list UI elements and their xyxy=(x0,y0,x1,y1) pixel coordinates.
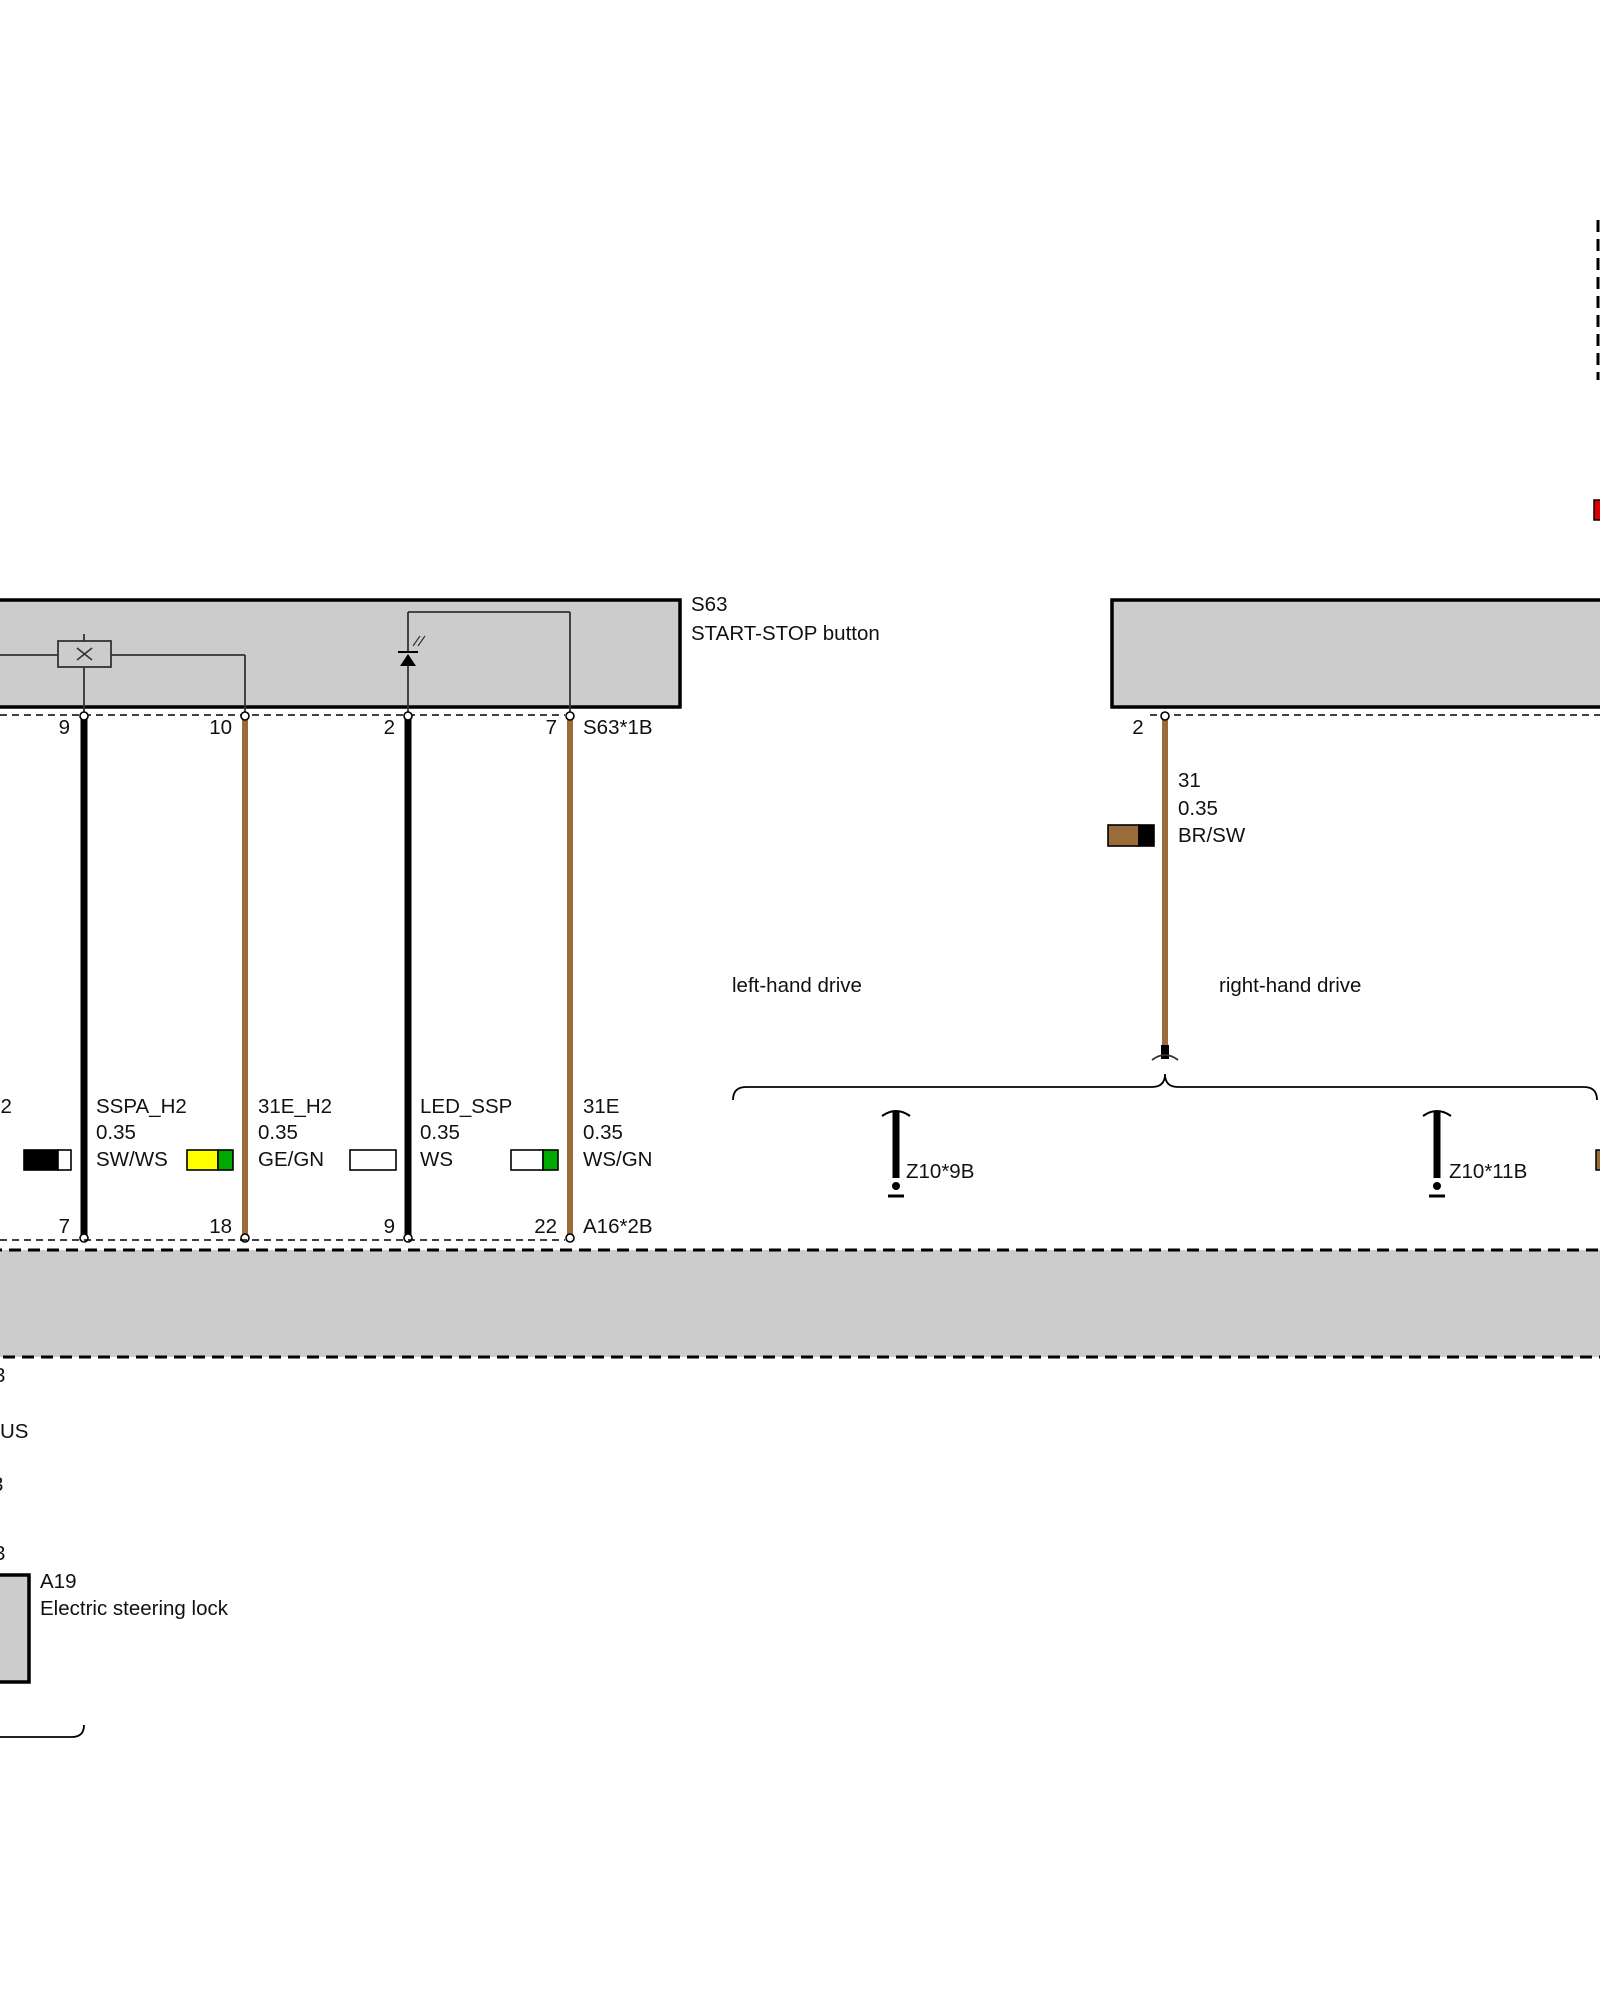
wire-color-code: SW/WS xyxy=(96,1148,168,1171)
wire-color-code: GE/GN xyxy=(258,1148,324,1171)
edge-brown-marker xyxy=(1595,1149,1600,1171)
ground-connector-left-label: Z10*9B xyxy=(906,1160,974,1183)
s63-start-stop-button: S63 START-STOP button xyxy=(0,593,880,713)
right-component-box xyxy=(1110,598,1600,709)
wire-bottom-pin: 7 xyxy=(59,1215,70,1238)
left-edge-label-fragment: l2 xyxy=(0,1095,12,1118)
wire-signal: 31E_H2 xyxy=(258,1095,332,1118)
a16-module-box xyxy=(0,1248,1600,1359)
wire-signal: LED_SSP xyxy=(420,1095,512,1118)
edge-red-marker xyxy=(1593,499,1600,521)
color-chip-primary xyxy=(23,1149,59,1171)
color-chip-secondary xyxy=(57,1149,72,1171)
wire-bottom-pin: 18 xyxy=(209,1215,232,1238)
color-chip-primary xyxy=(186,1149,219,1171)
a19-electric-steering-lock: A19 Electric steering lock xyxy=(0,1570,229,1684)
wire-signal: 31E xyxy=(583,1095,619,1118)
wire-top-pin: 7 xyxy=(546,716,557,739)
wire-top-pin: 2 xyxy=(384,716,395,739)
wire-size: 0.35 xyxy=(583,1121,623,1144)
led-symbol xyxy=(398,611,571,713)
pin-top xyxy=(403,711,413,721)
wire-bottom-pin: 22 xyxy=(534,1215,557,1238)
s63-name: START-STOP button xyxy=(691,622,880,645)
variant-right-hand-drive: right-hand drive xyxy=(1219,974,1361,997)
a19-name: Electric steering lock xyxy=(40,1597,229,1620)
wire-end-cap xyxy=(1161,1045,1169,1059)
variant-left-hand-drive: left-hand drive xyxy=(732,974,862,997)
wire-signal: SSPA_H2 xyxy=(96,1095,187,1118)
pin-top xyxy=(1160,711,1170,721)
color-chip-secondary xyxy=(1138,824,1155,847)
wire-2: 10 18 31E_H2 0.35 GE/GN xyxy=(186,711,332,1243)
wire-4: 7 22 31E 0.35 WS/GN xyxy=(510,711,652,1243)
right-pin-label: 2 xyxy=(1132,716,1143,739)
wire-top-pin: 10 xyxy=(209,716,232,739)
a19-id: A19 xyxy=(40,1570,76,1593)
wire-3: 2 9 LED_SSP 0.35 WS xyxy=(349,711,512,1243)
ground-connector-left: Z10*9B xyxy=(881,1110,974,1198)
color-chip-secondary xyxy=(217,1149,234,1171)
a19-box xyxy=(0,1573,31,1684)
color-chip-secondary xyxy=(542,1149,559,1171)
wire-top-pin: 9 xyxy=(59,716,70,739)
pin-top xyxy=(565,711,575,721)
wire-color-code: WS/GN xyxy=(583,1148,652,1171)
s63-id: S63 xyxy=(691,593,727,616)
a16-fragment-mid: 3 xyxy=(0,1473,3,1496)
a16-fragment-top: 3 xyxy=(0,1364,5,1387)
right-wire-color-code: BR/SW xyxy=(1178,824,1246,847)
color-chip-primary xyxy=(349,1149,397,1171)
wire-size: 0.35 xyxy=(258,1121,298,1144)
right-component: 2 xyxy=(1110,598,1600,739)
ground-connector-right: Z10*11B xyxy=(1422,1110,1527,1198)
pin-top xyxy=(79,711,89,721)
pin-bottom xyxy=(79,1233,89,1243)
a16-fragment-low: 3 xyxy=(0,1542,5,1565)
right-wire-size: 0.35 xyxy=(1178,797,1218,820)
s63-connector-label: S63*1B xyxy=(583,716,653,739)
ground-connector-right-label: Z10*11B xyxy=(1449,1160,1527,1183)
pin-bottom xyxy=(403,1233,413,1243)
bottom-brace-fragment xyxy=(0,1724,85,1738)
pin-bottom xyxy=(565,1233,575,1243)
wire-color-code: WS xyxy=(420,1148,453,1171)
color-chip-primary xyxy=(1107,824,1140,847)
a16-fragment-name: US xyxy=(0,1420,28,1443)
variant-brace xyxy=(732,1073,1598,1101)
right-wire: 31 0.35 BR/SW xyxy=(1107,711,1246,1061)
wire-bottom-pin: 9 xyxy=(384,1215,395,1238)
wire-size: 0.35 xyxy=(96,1121,136,1144)
pin-bottom xyxy=(240,1233,250,1243)
color-chip-primary xyxy=(510,1149,544,1171)
pin-top xyxy=(240,711,250,721)
right-wire-signal: 31 xyxy=(1178,769,1201,792)
s63-box xyxy=(0,598,682,709)
wire-1: 9 7 SSPA_H2 0.35 SW/WS xyxy=(23,711,187,1243)
a16-connector-label: A16*2B xyxy=(583,1215,653,1238)
wire-size: 0.35 xyxy=(420,1121,460,1144)
